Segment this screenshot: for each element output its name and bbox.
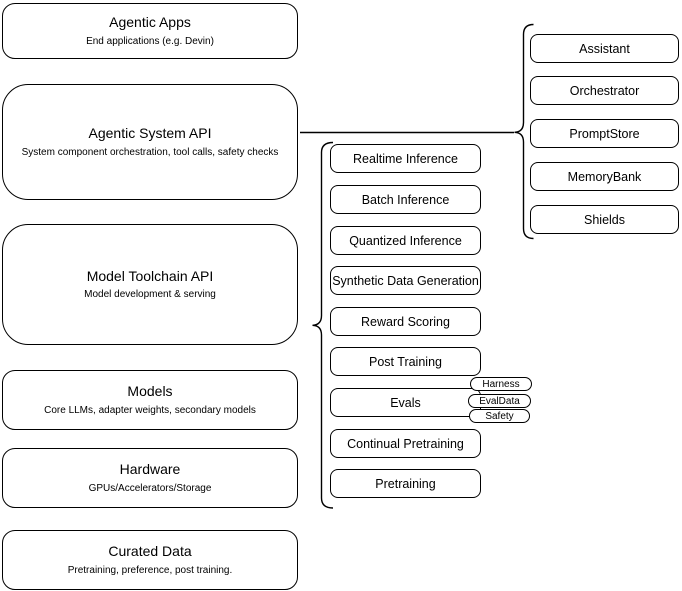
node-subtitle: End applications (e.g. Devin) [86,35,214,47]
node-orchestrator: Orchestrator [530,76,679,105]
tag-label: Harness [482,378,520,390]
node-label: Post Training [369,354,442,369]
node-subtitle: System component orchestration, tool cal… [21,146,279,158]
node-models: Models Core LLMs, adapter weights, secon… [2,370,298,430]
node-subtitle: Core LLMs, adapter weights, secondary mo… [44,404,256,416]
node-label: Assistant [579,41,630,56]
node-reward-scoring: Reward Scoring [330,307,481,336]
node-evals: Evals [330,388,481,417]
node-label: Shields [584,212,625,227]
node-hardware: Hardware GPUs/Accelerators/Storage [2,448,298,508]
node-batch-inference: Batch Inference [330,185,481,214]
node-title: Models [127,383,173,400]
node-label: Batch Inference [361,192,450,207]
node-label: Quantized Inference [349,233,462,248]
tag-evaldata: EvalData [468,394,531,408]
node-assistant: Assistant [530,34,679,63]
node-label: PromptStore [569,126,640,141]
node-subtitle: GPUs/Accelerators/Storage [88,482,212,494]
node-label: Continual Pretraining [347,436,464,451]
tag-label: Safety [485,410,514,422]
tag-label: EvalData [479,395,520,407]
node-label: Reward Scoring [361,314,450,329]
node-title: Model Toolchain API [86,267,214,284]
node-post-training: Post Training [330,347,481,376]
node-subtitle: Pretraining, preference, post training. [67,564,233,576]
node-label: Orchestrator [569,83,640,98]
node-label: Realtime Inference [353,151,458,166]
node-synthetic-data-generation: Synthetic Data Generation [330,266,481,295]
node-continual-pretraining: Continual Pretraining [330,429,481,458]
node-title: Agentic System API [88,125,212,142]
node-shields: Shields [530,205,679,234]
node-label: Evals [390,395,421,410]
node-title: Hardware [119,461,181,478]
node-realtime-inference: Realtime Inference [330,144,481,173]
node-label: Synthetic Data Generation [332,273,479,288]
node-label: MemoryBank [567,169,642,184]
node-quantized-inference: Quantized Inference [330,226,481,255]
node-curated-data: Curated Data Pretraining, preference, po… [2,530,298,590]
node-title: Agentic Apps [109,14,191,31]
tag-harness: Harness [470,377,532,391]
node-model-toolchain-api: Model Toolchain API Model development & … [2,224,298,345]
node-title: Curated Data [108,543,192,560]
node-subtitle: Model development & serving [84,289,216,301]
node-agentic-apps: Agentic Apps End applications (e.g. Devi… [2,3,298,59]
node-promptstore: PromptStore [530,119,679,148]
node-agentic-system-api: Agentic System API System component orch… [2,84,298,200]
node-label: Pretraining [375,476,436,491]
node-memorybank: MemoryBank [530,162,679,191]
node-pretraining: Pretraining [330,469,481,498]
tag-safety: Safety [469,409,530,423]
